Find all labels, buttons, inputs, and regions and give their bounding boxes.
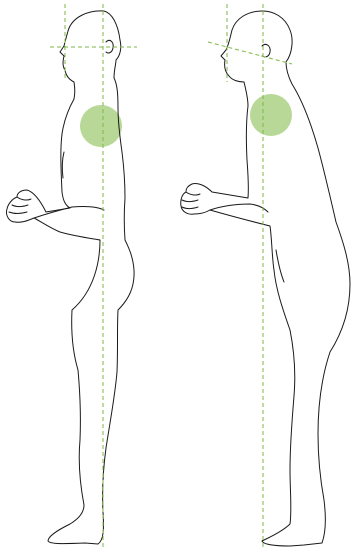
upright-figure xyxy=(6,4,137,548)
stooped-head-tilt-guide xyxy=(208,42,292,64)
stooped-fist xyxy=(182,192,200,209)
upright-body-outline xyxy=(6,11,134,544)
upright-torso-detail xyxy=(62,152,64,178)
stooped-figure xyxy=(181,4,350,548)
stooped-torso-detail xyxy=(276,250,284,282)
stooped-forearm xyxy=(210,204,268,212)
stooped-upper-back-marker xyxy=(250,94,292,136)
stooped-body-outline xyxy=(181,11,350,546)
upright-upper-back-marker xyxy=(80,105,122,147)
